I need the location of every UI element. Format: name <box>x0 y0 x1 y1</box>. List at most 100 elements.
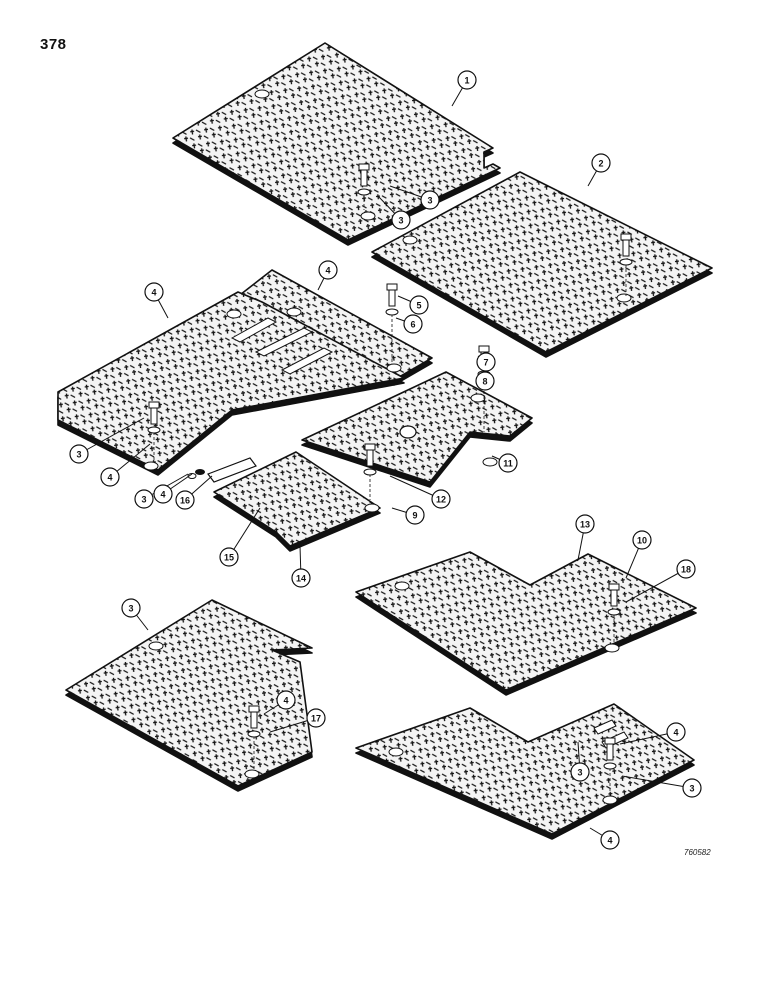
callout-number: 4 <box>107 473 112 483</box>
callout-circle <box>69 444 89 464</box>
plate-slot <box>254 327 314 357</box>
callout-circle <box>682 778 702 798</box>
callout-leader <box>621 775 693 789</box>
callout-number: 4 <box>283 696 288 706</box>
callout-number: 1 <box>464 76 469 86</box>
mounting-hole <box>360 211 376 221</box>
callout-number: 7 <box>483 358 488 368</box>
bolt-assembly <box>603 737 617 798</box>
callout-circle <box>219 547 239 567</box>
callout-number: 3 <box>427 196 432 206</box>
callout-circle <box>403 314 423 334</box>
callout-circle <box>632 530 652 550</box>
callout-number: 13 <box>580 520 590 530</box>
lock-washer <box>187 473 197 479</box>
callout-circle <box>457 70 477 90</box>
drawing-code: 760582 <box>684 848 711 857</box>
mounting-hole <box>602 795 618 805</box>
callout-circle <box>575 514 595 534</box>
callout-number: 4 <box>673 728 678 738</box>
callout-circle <box>666 722 686 742</box>
callout-number: 3 <box>689 784 694 794</box>
callout-number: 15 <box>224 553 234 563</box>
bolt-assembly <box>619 233 633 296</box>
callout-number: 11 <box>503 459 513 469</box>
callout-number: 9 <box>412 511 417 521</box>
callout-circle <box>431 489 451 509</box>
plate-slot <box>230 317 278 343</box>
callout-circle <box>121 598 141 618</box>
callout-circle <box>318 260 338 280</box>
callout-number: 8 <box>482 377 487 387</box>
mounting-hole <box>226 309 242 319</box>
plate-17-alt-left <box>65 599 313 787</box>
callout-number: 18 <box>681 565 691 575</box>
callout-leader <box>625 568 687 603</box>
callout-circle <box>476 352 496 372</box>
plate-19-alt-right-slotted <box>355 703 695 835</box>
callout-number: 17 <box>311 714 321 724</box>
callout-number: 4 <box>151 288 156 298</box>
callout-circle <box>405 505 425 525</box>
bolt-assembly <box>385 283 399 364</box>
plate-10-small <box>213 451 381 547</box>
callout-circle <box>144 282 164 302</box>
bolt-assembly <box>247 705 261 770</box>
callout-number: 2 <box>598 159 603 169</box>
callout-circle <box>409 295 429 315</box>
bolt-assembly <box>363 443 377 500</box>
mounting-hole <box>148 641 164 651</box>
callout-number: 10 <box>637 536 647 546</box>
callout-number: 3 <box>577 768 582 778</box>
mounting-hole <box>386 363 402 373</box>
bolt-assembly <box>607 583 621 644</box>
callout-circle <box>676 559 696 579</box>
mounting-hole <box>604 643 620 653</box>
bolt-assembly <box>147 401 161 460</box>
mounting-hole <box>402 235 418 245</box>
callout-leader <box>78 417 145 455</box>
callout-number: 3 <box>128 604 133 614</box>
callout-circle <box>100 467 120 487</box>
callout-leader <box>228 507 261 558</box>
page-number: 378 <box>40 36 67 53</box>
callout-circle <box>175 490 195 510</box>
nut <box>195 469 205 475</box>
callout-circle <box>475 371 495 391</box>
callout-number: 12 <box>436 495 446 505</box>
callout-number: 3 <box>76 450 81 460</box>
callout-circle <box>306 708 326 728</box>
callout-circle <box>570 762 590 782</box>
callout-circle <box>600 830 620 850</box>
bolt-assembly <box>357 163 371 210</box>
callout-number: 3 <box>398 216 403 226</box>
mounting-hole <box>394 581 410 591</box>
plate-2-right-floor <box>371 171 713 353</box>
mounting-hole <box>244 769 260 779</box>
mounting-hole <box>616 293 632 303</box>
mounting-hole <box>286 307 302 317</box>
callout-circle <box>153 484 173 504</box>
mounting-hole <box>143 461 159 471</box>
mounting-hole <box>254 89 270 99</box>
mounting-hole <box>364 503 380 513</box>
access-cover-knob <box>399 425 417 439</box>
callout-number: 3 <box>141 495 146 505</box>
callout-number: 4 <box>325 266 330 276</box>
mounting-hole <box>470 393 486 403</box>
callout-circle <box>498 453 518 473</box>
callout-circle <box>420 190 440 210</box>
callout-number: 5 <box>416 301 421 311</box>
mounting-hole <box>482 457 498 467</box>
callout-number: 6 <box>410 320 415 330</box>
plate-slot <box>593 719 617 735</box>
callout-circle <box>276 690 296 710</box>
mounting-hole <box>388 747 404 757</box>
plate-6-left-floor <box>57 291 405 471</box>
retainer-bar <box>207 457 257 483</box>
callout-circle <box>591 153 611 173</box>
callout-circle <box>291 568 311 588</box>
callout-circle <box>391 210 411 230</box>
